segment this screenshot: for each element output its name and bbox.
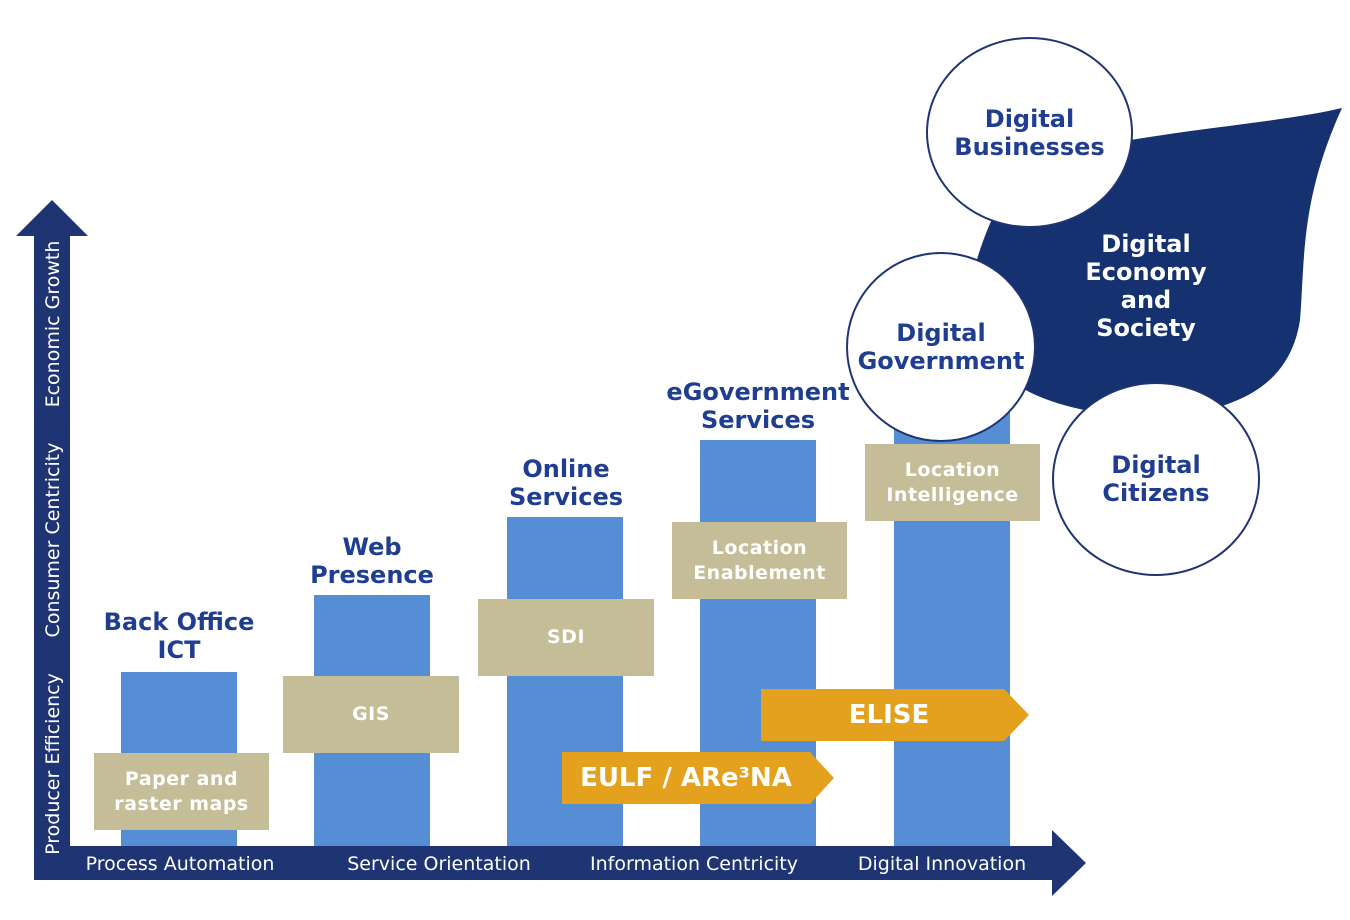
circle-label: Digital Businesses	[954, 104, 1105, 161]
x-axis-label-process-automation: Process Automation	[85, 853, 275, 875]
eulf-arrow	[562, 752, 834, 804]
circle-digital-government: Digital Government	[846, 252, 1036, 442]
digital-economy-society-label: Digital Economy and Society	[1085, 230, 1207, 342]
circle-label: Digital Citizens	[1102, 451, 1210, 507]
box-label: GIS	[352, 703, 390, 725]
x-axis-label-information-centricity: Information Centricity	[590, 853, 798, 875]
box-label: Paper and raster maps	[114, 767, 249, 815]
stage-title-online-services: Online Services	[508, 455, 624, 511]
x-axis-label-service-orientation: Service Orientation	[347, 853, 531, 875]
circle-label: Digital Government	[857, 319, 1025, 375]
box-location-enablement: Location Enablement	[672, 522, 847, 599]
elise-label: ELISE	[848, 700, 930, 730]
y-axis-arrow	[16, 200, 88, 880]
circle-digital-businesses: Digital Businesses	[926, 37, 1133, 228]
box-sdi: SDI	[478, 599, 654, 676]
eulf-arena-label: EULF / ARe³NA	[580, 763, 792, 793]
box-gis: GIS	[283, 676, 459, 753]
stage-title-web-presence: Web Presence	[310, 533, 434, 589]
elise-arrow	[761, 689, 1029, 741]
box-label: SDI	[546, 626, 586, 648]
box-paper-raster-maps: Paper and raster maps	[94, 753, 269, 830]
circle-digital-citizens: Digital Citizens	[1052, 382, 1260, 576]
stage-title-back-office-ict: Back Office ICT	[103, 608, 255, 664]
box-location-intelligence: Location Intelligence	[865, 444, 1040, 521]
box-label: Location Intelligence	[886, 458, 1019, 506]
x-axis-arrow	[34, 830, 1086, 896]
stage-title-egovernment-services: eGovernment Services	[666, 378, 850, 434]
box-label: Location Enablement	[693, 536, 826, 584]
x-axis-label-digital-innovation: Digital Innovation	[857, 853, 1027, 875]
